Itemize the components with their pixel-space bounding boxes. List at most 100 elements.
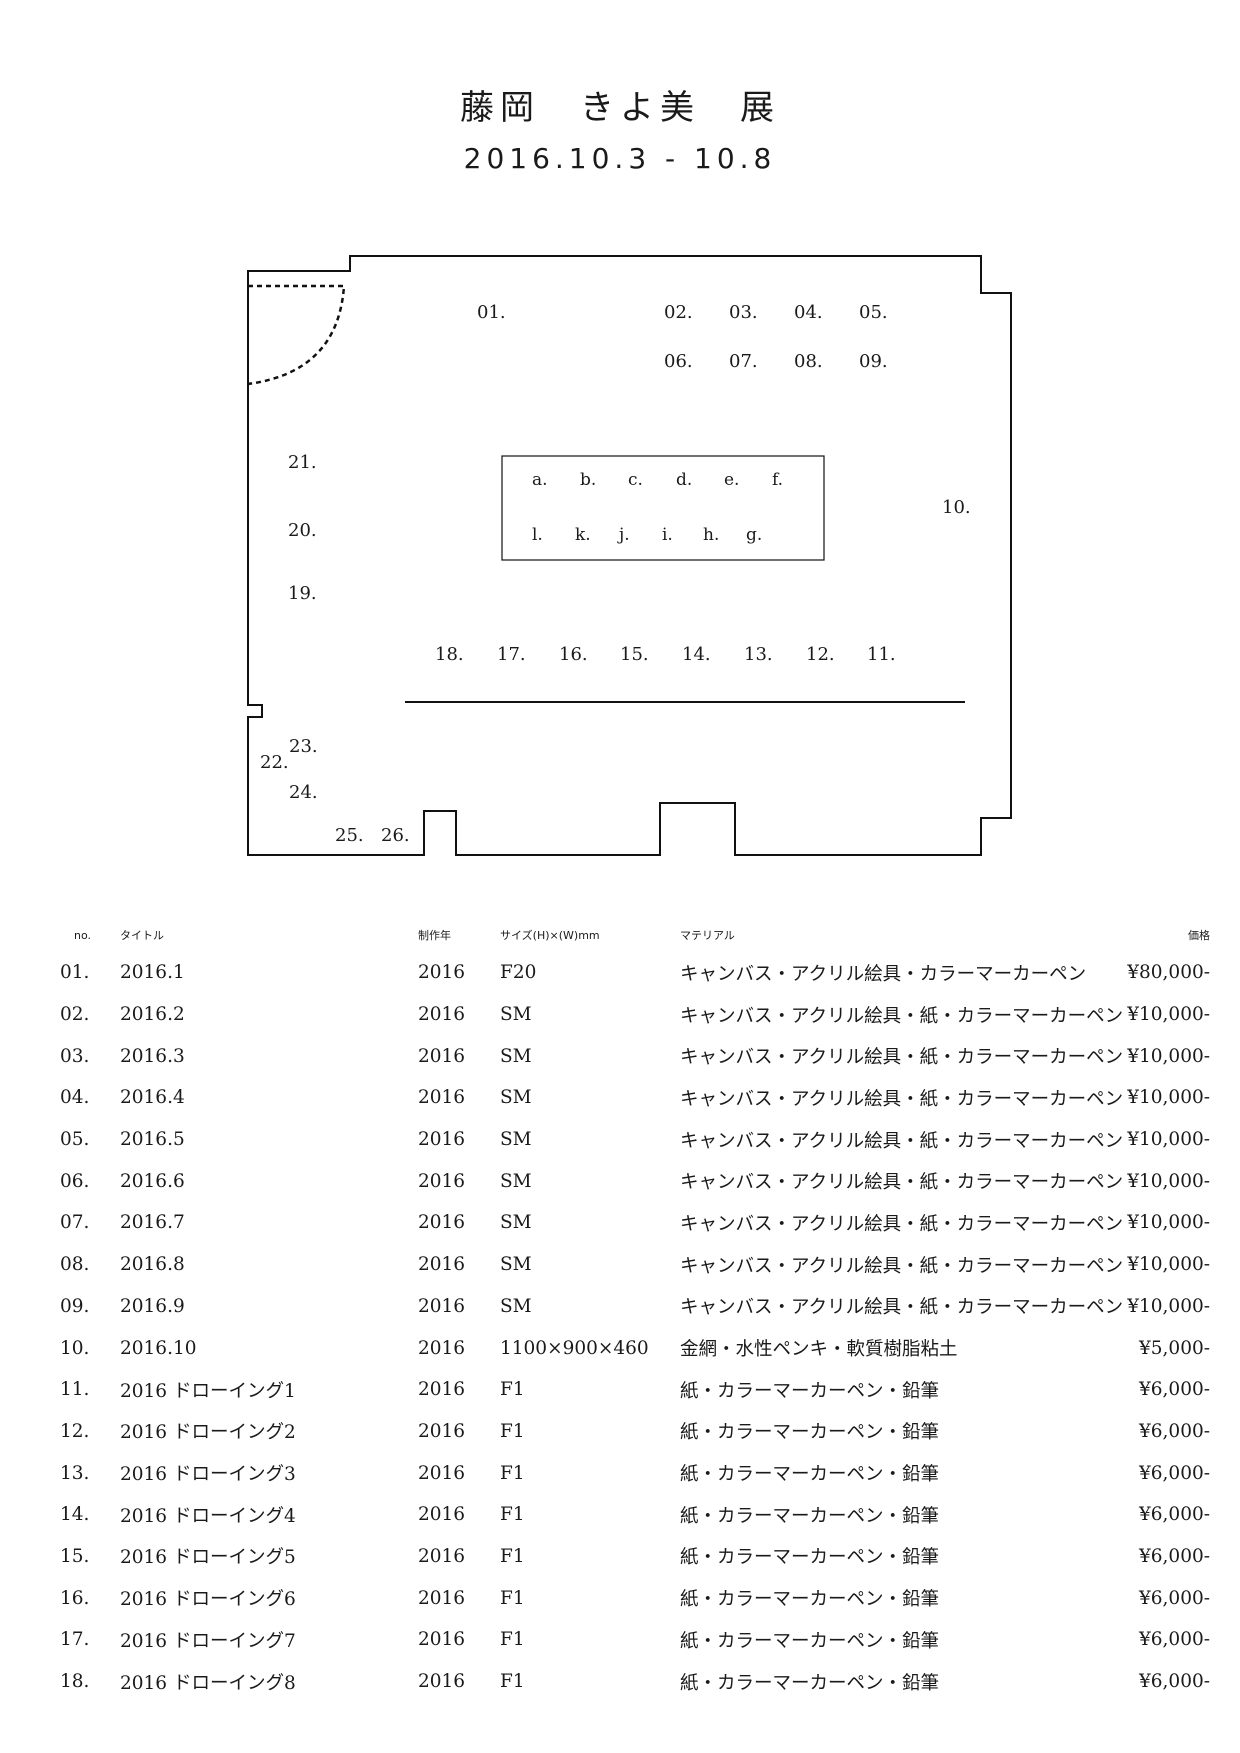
wall-label-04: 04. [794, 302, 823, 323]
cell-price: ¥6,000- [1139, 1379, 1210, 1401]
cell-price: ¥6,000- [1139, 1504, 1210, 1526]
header-no: no. [74, 928, 92, 942]
cell-no: 16. [60, 1587, 90, 1609]
cell-price: ¥10,000- [1127, 1129, 1210, 1151]
case-label-h: h. [703, 525, 719, 545]
cell-price: ¥5,000- [1139, 1337, 1210, 1359]
gallery-walls [247, 255, 1012, 856]
cell-price: ¥6,000- [1139, 1545, 1210, 1567]
wall-label-18: 18. [435, 644, 464, 665]
cell-material: キャンバス・アクリル絵具・紙・カラーマーカーペン [680, 1297, 1124, 1319]
cell-title: 2016.1 [120, 962, 185, 984]
cell-size: F1 [500, 1420, 525, 1442]
cell-size: SM [500, 1045, 532, 1067]
wall-label-01: 01. [477, 302, 506, 323]
artwork-price-list: no. タイトル 制作年 サイズ(H)×(W)mm マテリアル 価格 01.20… [60, 918, 1210, 1702]
cell-size: F1 [500, 1504, 525, 1526]
exhibition-title: 藤岡 きよ美 展 [460, 88, 780, 128]
cell-price: ¥10,000- [1127, 1045, 1210, 1067]
cell-size: SM [500, 1129, 532, 1151]
cell-year: 2016 [418, 1295, 466, 1317]
cell-year: 2016 [418, 1504, 466, 1526]
cell-material: キャンバス・アクリル絵具・紙・カラーマーカーペン [680, 1172, 1124, 1194]
wall-label-23: 23. [289, 736, 318, 757]
cell-material: 紙・カラーマーカーペン・鉛筆 [680, 1547, 940, 1569]
cell-year: 2016 [418, 1337, 466, 1359]
cell-year: 2016 [418, 1004, 466, 1026]
header-size: サイズ(H)×(W)mm [500, 929, 600, 942]
cell-no: 03. [60, 1045, 90, 1067]
cell-no: 08. [60, 1254, 90, 1276]
wall-label-13: 13. [744, 644, 773, 665]
cell-price: ¥6,000- [1139, 1420, 1210, 1442]
cell-no: 06. [60, 1170, 90, 1192]
cell-size: F1 [500, 1671, 525, 1693]
cell-no: 13. [60, 1462, 90, 1484]
wall-label-22: 22. [260, 752, 289, 773]
cell-material: 紙・カラーマーカーペン・鉛筆 [680, 1505, 940, 1527]
gallery-floorplan: 01. 02. 03. 04. 05. 06. 07. 08. 09. 10. … [247, 255, 1012, 856]
case-label-l: l. [532, 525, 543, 545]
cell-year: 2016 [418, 962, 466, 984]
wall-label-06: 06. [664, 351, 693, 372]
table-header-row: no. タイトル 制作年 サイズ(H)×(W)mm マテリアル 価格 [60, 918, 1210, 952]
cell-year: 2016 [418, 1462, 466, 1484]
cell-year: 2016 [418, 1129, 466, 1151]
cell-title: 2016 ドローイング1 [120, 1380, 296, 1402]
cell-no: 10. [60, 1337, 90, 1359]
cell-size: SM [500, 1212, 532, 1234]
cell-title: 2016.5 [120, 1129, 185, 1151]
header-title: タイトル [120, 929, 164, 942]
cell-price: ¥6,000- [1139, 1671, 1210, 1693]
cell-price: ¥10,000- [1127, 1295, 1210, 1317]
cell-material: 紙・カラーマーカーペン・鉛筆 [680, 1672, 940, 1694]
wall-label-09: 09. [859, 351, 888, 372]
cell-price: ¥80,000- [1127, 962, 1210, 984]
cell-material: キャンバス・アクリル絵具・紙・カラーマーカーペン [680, 1088, 1124, 1110]
cell-no: 15. [60, 1545, 90, 1567]
cell-material: 紙・カラーマーカーペン・鉛筆 [680, 1464, 940, 1486]
cell-size: 1100×900×460 [500, 1337, 649, 1359]
header-price: 価格 [1188, 929, 1210, 942]
wall-label-10: 10. [942, 497, 971, 518]
cell-size: F1 [500, 1462, 525, 1484]
case-label-g: g. [746, 525, 762, 545]
cell-size: SM [500, 1254, 532, 1276]
case-label-k: k. [575, 525, 591, 545]
cell-title: 2016.4 [120, 1087, 185, 1109]
wall-label-19: 19. [288, 583, 317, 604]
wall-label-25: 25. [335, 825, 364, 846]
wall-label-15: 15. [620, 644, 649, 665]
cell-size: F20 [500, 962, 537, 984]
cell-no: 14. [60, 1504, 90, 1526]
cell-material: 紙・カラーマーカーペン・鉛筆 [680, 1589, 940, 1611]
cell-price: ¥10,000- [1127, 1004, 1210, 1026]
cell-title: 2016 ドローイング4 [120, 1505, 296, 1527]
cell-no: 17. [60, 1629, 90, 1651]
cell-year: 2016 [418, 1379, 466, 1401]
cell-material: 紙・カラーマーカーペン・鉛筆 [680, 1380, 940, 1402]
cell-material: キャンバス・アクリル絵具・紙・カラーマーカーペン [680, 1213, 1124, 1235]
wall-label-05: 05. [859, 302, 888, 323]
cell-material: キャンバス・アクリル絵具・紙・カラーマーカーペン [680, 1047, 1124, 1069]
cell-title: 2016.2 [120, 1004, 185, 1026]
wall-label-21: 21. [288, 452, 317, 473]
table-row: 14. 2016 ドローイング4 2016 F1 紙・カラーマーカーペン・鉛筆 ¥6,00… [60, 1494, 1210, 1536]
cell-size: SM [500, 1170, 532, 1192]
case-label-f: f. [772, 470, 783, 490]
wall-label-11: 11. [867, 644, 896, 665]
case-label-d: d. [676, 470, 692, 490]
cell-no: 11. [60, 1379, 90, 1401]
wall-label-07: 07. [729, 351, 758, 372]
cell-title: 2016.10 [120, 1337, 197, 1359]
wall-label-20: 20. [288, 520, 317, 541]
